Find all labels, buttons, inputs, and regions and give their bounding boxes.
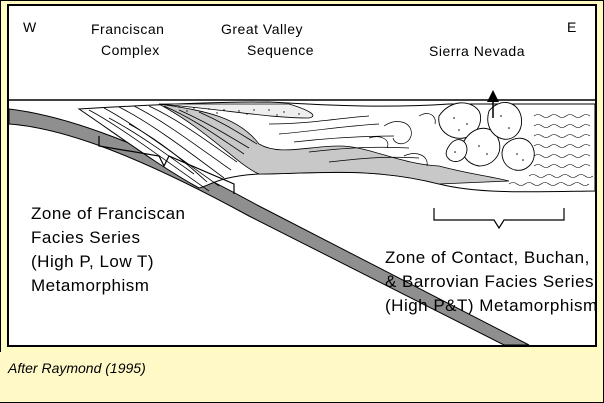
- zone-franciscan-line2: Facies Series: [31, 226, 140, 249]
- figure-caption: After Raymond (1995): [8, 360, 146, 376]
- franciscan-label-line1: Franciscan: [91, 18, 164, 41]
- west-label: W: [23, 16, 37, 39]
- great-valley-label-line2: Sequence: [247, 39, 314, 62]
- cross-section-figure: W E Franciscan Complex Great Valley Sequ…: [7, 4, 597, 347]
- volcano-vent: [487, 90, 499, 102]
- zone-franciscan-line4: Metamorphism: [31, 274, 149, 297]
- zone-franciscan-line1: Zone of Franciscan: [31, 202, 186, 225]
- east-label: E: [567, 16, 577, 39]
- zone-contact-line1: Zone of Contact, Buchan,: [385, 246, 590, 269]
- zone-franciscan-line3: (High P, Low T): [31, 250, 154, 273]
- franciscan-label-line2: Complex: [101, 39, 160, 62]
- zone-contact-line3: (High P&T) Metamorphism: [385, 294, 598, 317]
- zone-contact-line2: & Barrovian Facies Series: [385, 270, 594, 293]
- great-valley-label-line1: Great Valley: [221, 18, 303, 41]
- contact-bracket: [434, 208, 564, 228]
- sierra-nevada-label: Sierra Nevada: [429, 40, 525, 63]
